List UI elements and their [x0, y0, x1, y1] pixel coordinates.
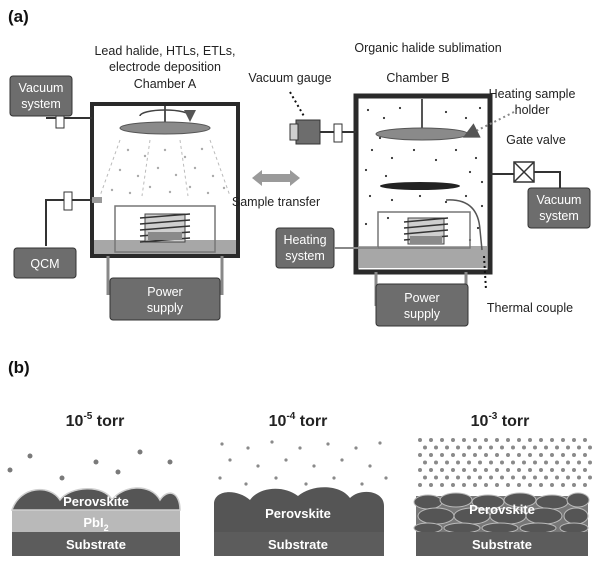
- perovskite-grains-1: [10, 487, 181, 511]
- vapor-particles-a: [110, 147, 226, 195]
- power-supply-b-line1: Power: [404, 291, 439, 305]
- qcm-label: QCM: [30, 257, 59, 271]
- condition-1: 10-5 torr Perovskite PbI2 Substrate: [7, 411, 181, 556]
- perovskite-label-1: Perovskite: [63, 494, 129, 509]
- chamber-a-floor: [94, 240, 236, 254]
- pressure-label-2: 10-4 torr: [269, 411, 328, 430]
- perovskite-label-3: Perovskite: [469, 502, 535, 517]
- vacuum-gauge-label: Vacuum gauge: [248, 71, 331, 85]
- pbi2-layer-1: [12, 510, 180, 532]
- heating-holder-line1: Heating sample: [489, 87, 576, 101]
- chamber-a-title-line1: Lead halide, HTLs, ETLs,: [94, 44, 235, 58]
- panel-b-label: (b): [8, 358, 30, 377]
- substrate-2: [214, 532, 384, 556]
- heating-sample-holder: [375, 127, 469, 141]
- heating-system-line2: system: [285, 249, 325, 263]
- substrate-1: [12, 532, 180, 556]
- substrate-label-2: Substrate: [268, 537, 328, 552]
- substrate-label-3: Substrate: [472, 537, 532, 552]
- shutter: [380, 182, 460, 190]
- organic-sublimation-label: Organic halide sublimation: [354, 41, 501, 55]
- particles-1: [7, 449, 173, 481]
- heating-system-line1: Heating: [283, 233, 326, 247]
- vacuum-system-right: [527, 187, 591, 229]
- power-supply-a-line1: Power: [147, 285, 182, 299]
- rotation-arrow-icon: [139, 109, 196, 122]
- sample-transfer-arrow-icon: [252, 170, 300, 186]
- condition-3: 10-3 torr Perovskite Substrate: [413, 411, 592, 556]
- vacuum-system-left: [9, 75, 73, 117]
- thermal-couple-pointer: [483, 255, 487, 291]
- vacuum-system-left-line1: Vacuum: [19, 81, 64, 95]
- substrate-3: [416, 532, 588, 556]
- perovskite-grains-3: [413, 492, 590, 534]
- perovskite-grains-2: [214, 487, 384, 532]
- thermal-couple-label: Thermal couple: [487, 301, 573, 315]
- vacuum-system-right-line2: system: [539, 209, 579, 223]
- chamber-a-title-line2: electrode deposition: [109, 60, 221, 74]
- vacuum-system-right-line1: Vacuum: [537, 193, 582, 207]
- pressure-label-1: 10-5 torr: [66, 411, 125, 430]
- vacuum-gauge-pointer: [289, 91, 306, 119]
- particles-3: [418, 438, 592, 487]
- chamber-b-floor: [359, 246, 487, 268]
- vacuum-system-left-line2: system: [21, 97, 61, 111]
- particles-2: [218, 440, 388, 486]
- thermocouple-wire: [445, 199, 483, 251]
- pressure-label-3: 10-3 torr: [471, 411, 530, 430]
- condition-2: 10-4 torr Perovskite Substrate: [214, 411, 388, 556]
- power-supply-a: [109, 277, 221, 321]
- substrate-label-1: Substrate: [66, 537, 126, 552]
- heating-holder-line2: holder: [515, 103, 550, 117]
- power-supply-a-line2: supply: [147, 301, 184, 315]
- power-supply-b-line2: supply: [404, 307, 441, 321]
- chamber-a-title-line3: Chamber A: [134, 77, 197, 91]
- panel-a-label: (a): [8, 7, 29, 26]
- sample-transfer-label: Sample transfer: [232, 195, 320, 209]
- perovskite-label-2: Perovskite: [265, 506, 331, 521]
- power-supply-b: [375, 283, 469, 327]
- chamber-b-title: Chamber B: [386, 71, 449, 85]
- gate-valve-label: Gate valve: [506, 133, 566, 147]
- qcm-box: [13, 247, 77, 279]
- pbi2-label: PbI2: [83, 515, 108, 533]
- vacuum-gauge: [295, 119, 321, 145]
- heating-holder-pointer: [462, 111, 515, 138]
- sample-holder-a: [119, 121, 211, 135]
- crucible-coil-a: [139, 213, 191, 243]
- crucible-coil-b: [403, 217, 449, 245]
